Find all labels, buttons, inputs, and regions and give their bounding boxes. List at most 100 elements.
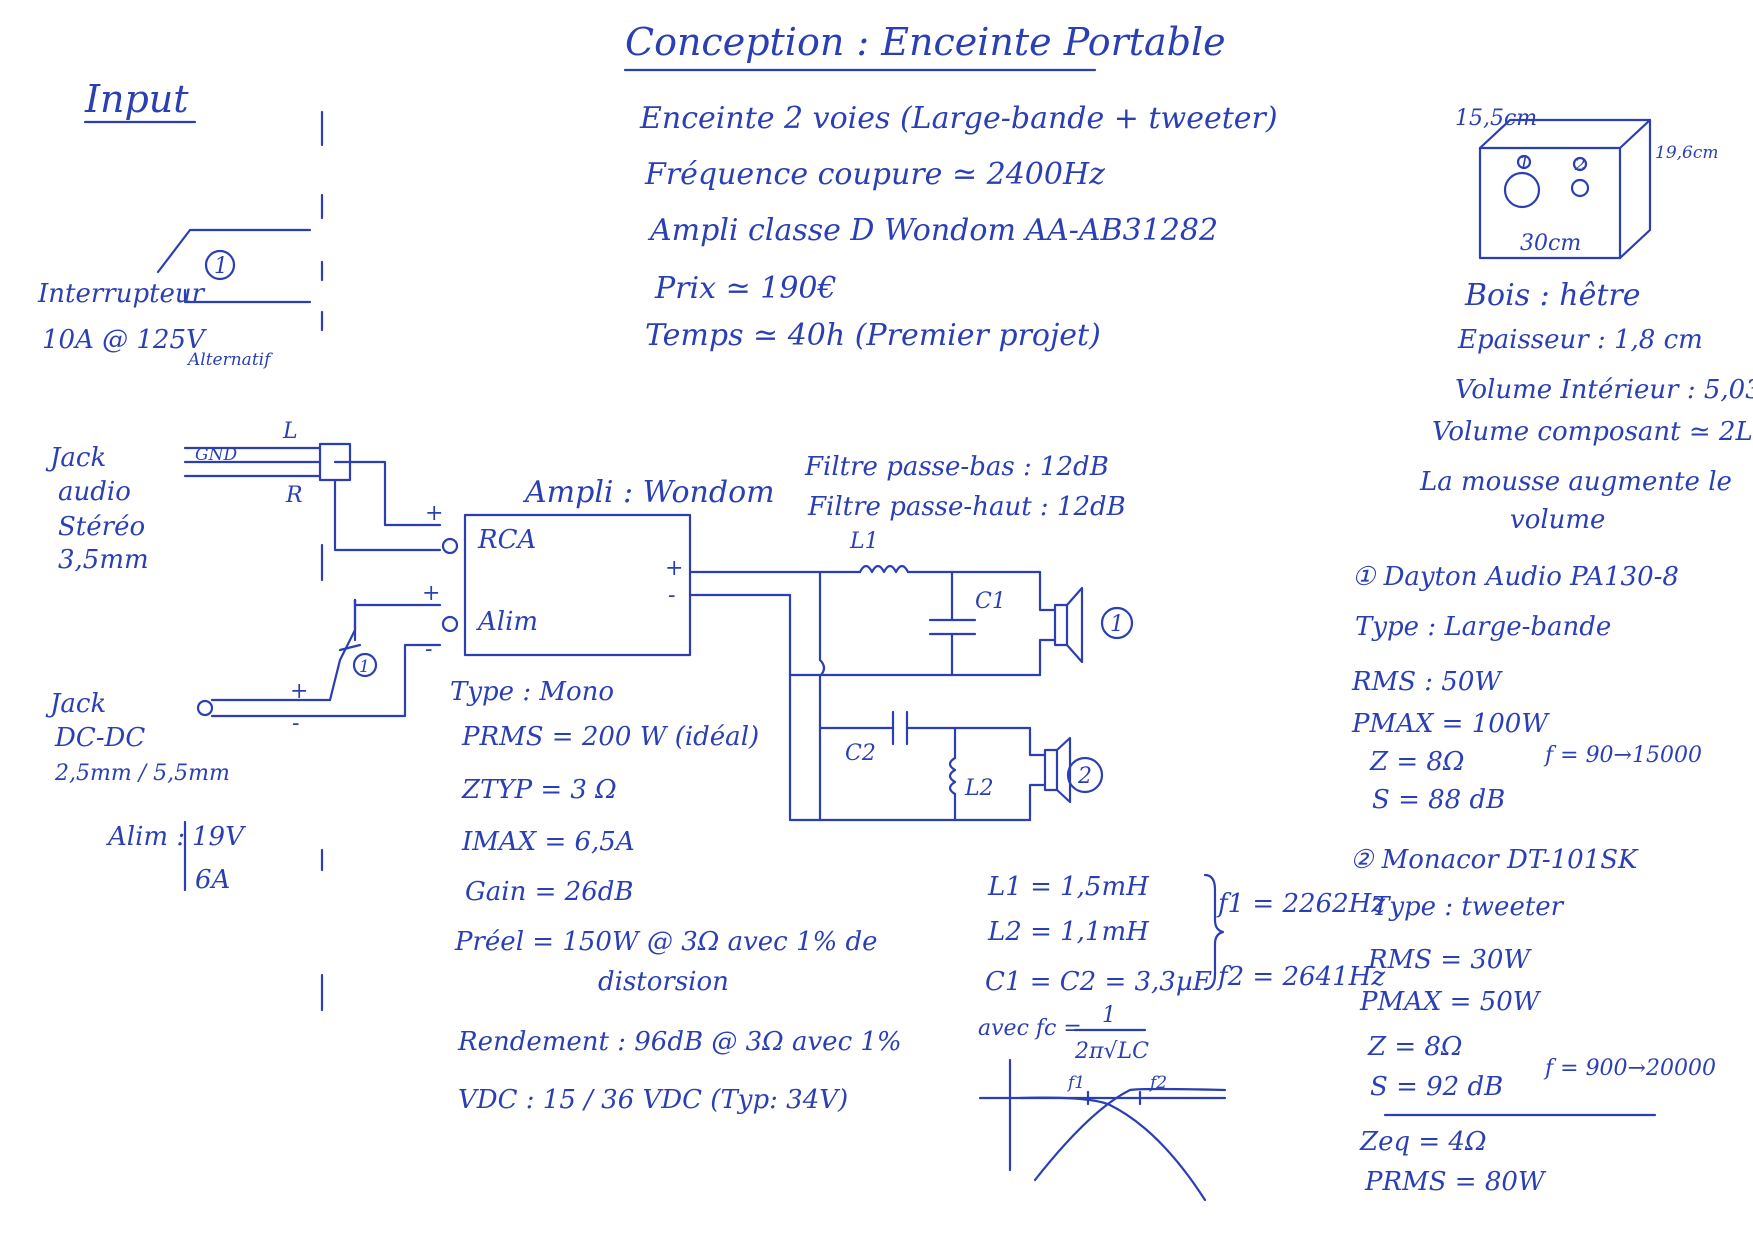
amp-spec-imax: IMAX = 6,5A — [461, 827, 635, 857]
switch-symbol — [156, 228, 312, 304]
amp-spec-rendement: Rendement : 96dB @ 3Ω avec 1% — [457, 1027, 902, 1057]
enclosure-spec-foam-cont: volume — [1510, 505, 1605, 535]
driver-2-range: f = 900→20000 — [1543, 1056, 1716, 1081]
rca-plus-sign: + — [425, 501, 443, 526]
switch-rating-suffix: Alternatif — [186, 350, 273, 370]
amp-spec-prms: PRMS = 200 W (idéal) — [461, 722, 759, 752]
input-heading: Input — [84, 77, 189, 121]
driver-1-range: f = 90→15000 — [1543, 743, 1702, 768]
filter-highpass: Filtre passe-haut : 12dB — [807, 492, 1126, 522]
enclosure-depth: 19,6cm — [1655, 143, 1719, 163]
switch-marker: 1 — [214, 254, 228, 279]
driver-1-rms: RMS : 50W — [1351, 667, 1503, 697]
jack-dc-line-2: DC-DC — [54, 723, 145, 753]
jack-pin-r: R — [285, 483, 303, 508]
driver-2-rms: RMS = 30W — [1367, 945, 1532, 975]
amp-spec-type: Type : Mono — [450, 677, 614, 707]
alim-voltage: 19V — [192, 822, 246, 852]
dc-minus-sign: - — [292, 711, 299, 736]
jack-audio-line-3: Stéréo — [58, 512, 145, 542]
enclosure-width: 15,5cm — [1455, 106, 1537, 131]
response-graph — [978, 1058, 1227, 1202]
driver-1-pmax: PMAX = 100W — [1351, 709, 1550, 739]
jack-audio-line-4: 3,5mm — [58, 545, 149, 575]
freq-brace — [1203, 873, 1225, 991]
filter-value-l1: L1 = 1,5mH — [987, 872, 1150, 902]
filter-l1-label: L1 — [849, 529, 879, 554]
dc-switch-marker: 1 — [359, 657, 370, 677]
jack-dc-line-1: Jack — [45, 689, 106, 719]
overview-line-1: Enceinte 2 voies (Large-bande + tweeter) — [639, 101, 1278, 136]
driver-1-s: S = 88 dB — [1372, 785, 1505, 815]
overview-line-5: Temps ≃ 40h (Premier projet) — [645, 318, 1101, 353]
filter-c1-label: C1 — [975, 589, 1006, 614]
speaker-1-marker-circle — [1100, 606, 1134, 640]
enclosure-spec-thickness: Epaisseur : 1,8 cm — [1457, 325, 1703, 355]
amp-spec-vdc: VDC : 15 / 36 VDC (Typ: 34V) — [458, 1085, 848, 1115]
enclosure-length: 30cm — [1520, 231, 1581, 256]
jack-audio-line-1: Jack — [45, 443, 106, 473]
jack-pin-l: L — [282, 419, 298, 444]
alim-label: Alim : — [106, 822, 185, 852]
overview-line-2: Fréquence coupure ≃ 2400Hz — [644, 157, 1105, 192]
driver-2-z: Z = 8Ω — [1367, 1032, 1462, 1062]
driver-2-type: Type : tweeter — [1372, 892, 1565, 922]
amp-spec-ztyp: ZTYP = 3 Ω — [461, 775, 617, 805]
formula-prefix: avec fc = — [978, 1016, 1082, 1041]
driver-1-type: Type : Large-bande — [1355, 612, 1611, 642]
dc-plus-sign: + — [290, 679, 308, 704]
amp-spec-preel-cont: distorsion — [598, 967, 729, 997]
crossover-wiring — [688, 564, 1084, 822]
enclosure-spec-wood: Bois : hêtre — [1464, 278, 1641, 313]
filter-c2-label: C2 — [845, 741, 876, 766]
enclosure-spec-foam: La mousse augmente le — [1419, 467, 1732, 497]
amp-out-minus: - — [668, 583, 675, 608]
driver-1-z: Z = 8Ω — [1369, 747, 1464, 777]
graph-f2-label: f2 — [1148, 1073, 1167, 1093]
alim-minus-sign: - — [425, 637, 432, 662]
dc-jack-wiring — [196, 598, 459, 718]
total-power: PRMS = 80W — [1364, 1167, 1547, 1197]
jack-pin-gnd: GND — [195, 445, 237, 465]
amp-out-plus: + — [665, 556, 683, 581]
enclosure-marker-1: 1 — [1519, 153, 1530, 173]
jack-dc-line-3: 2,5mm / 5,5mm — [54, 761, 230, 786]
speaker-2-marker: 2 — [1077, 764, 1092, 789]
rca-minus-sign: - — [420, 537, 427, 562]
switch-rating: 10A @ 125V — [42, 325, 207, 355]
driver-2-pmax: PMAX = 50W — [1359, 987, 1542, 1017]
formula-denominator: 2π√LC — [1074, 1039, 1149, 1064]
enclosure-spec-component: Volume composant ≃ 2L — [1432, 417, 1753, 447]
overview-line-4: Prix ≃ 190€ — [654, 271, 837, 306]
amp-spec-gain: Gain = 26dB — [465, 877, 633, 907]
amp-port-alim: Alim — [476, 607, 538, 637]
enclosure-marker-2: 2 — [1574, 155, 1586, 175]
speaker-2-marker-circle — [1066, 756, 1104, 794]
formula-numerator: 1 — [1102, 1003, 1116, 1028]
filter-l2-label: L2 — [964, 776, 994, 801]
filter-value-l2: L2 = 1,1mH — [987, 917, 1150, 947]
page-title: Conception : Enceinte Portable — [625, 20, 1226, 64]
filter-freq-1: f1 = 2262Hz — [1216, 889, 1385, 919]
driver-2-s: S = 92 dB — [1370, 1072, 1503, 1102]
amp-port-rca: RCA — [477, 525, 536, 555]
filter-freq-2: f2 = 2641Hz — [1216, 962, 1385, 992]
alim-plus-sign: + — [422, 581, 440, 606]
enclosure-sketch — [1478, 118, 1652, 260]
speaker-1-marker: 1 — [1110, 612, 1124, 637]
driver-1-name: ① Dayton Audio PA130-8 — [1352, 562, 1679, 592]
total-impedance: Zeq = 4Ω — [1359, 1127, 1487, 1157]
amp-title: Ampli : Wondom — [522, 475, 775, 510]
audio-jack-wiring — [183, 442, 459, 555]
driver-2-name: ② Monacor DT-101SK — [1350, 845, 1639, 875]
amp-box — [463, 513, 692, 657]
switch-label: Interrupteur — [37, 279, 206, 309]
jack-audio-line-2: audio — [58, 477, 131, 507]
enclosure-spec-volume: Volume Intérieur : 5,03L — [1455, 375, 1753, 405]
filter-lowpass: Filtre passe-bas : 12dB — [804, 452, 1109, 482]
overview-line-3: Ampli classe D Wondom AA-AB31282 — [647, 213, 1218, 248]
filter-value-c: C1 = C2 = 3,3µF — [985, 967, 1212, 997]
alim-current: 6A — [195, 865, 230, 895]
